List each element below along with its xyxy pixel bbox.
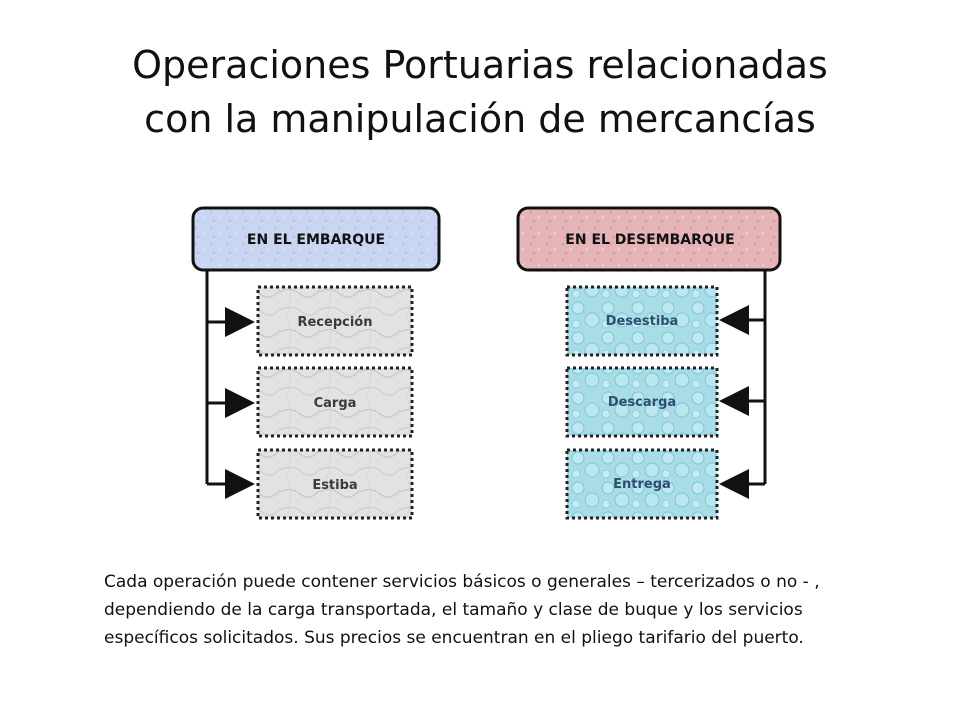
estiba-box [256,448,414,520]
slide-title: Operaciones Portuarias relacionadas con … [0,38,960,146]
desembarque-header-label: EN EL DESEMBARQUE [565,232,734,248]
entrega-label: Entrega [613,477,671,492]
slide-caption: Cada operación puede contener servicios … [104,572,820,648]
recepcion-box [256,285,414,357]
desestiba-box [565,285,719,357]
embarque-group: EN EL EMBARQUE Recepción Carga Estiba [191,206,441,520]
carga-box [256,366,414,438]
estiba-label: Estiba [312,478,357,493]
descarga-box [565,366,719,438]
embarque-header-box [191,206,441,272]
entrega-box [565,448,719,520]
title-line-1: Operaciones Portuarias relacionadas [132,43,828,87]
desestiba-label: Desestiba [606,314,679,329]
descarga-label: Descarga [608,395,676,410]
title-line-2: con la manipulación de mercancías [144,97,816,141]
desembarque-group: EN EL DESEMBARQUE Desestiba Descarga Ent… [516,206,782,520]
desembarque-header-box [516,206,782,272]
recepcion-label: Recepción [297,315,372,330]
embarque-header-label: EN EL EMBARQUE [247,232,385,248]
carga-label: Carga [314,396,357,411]
